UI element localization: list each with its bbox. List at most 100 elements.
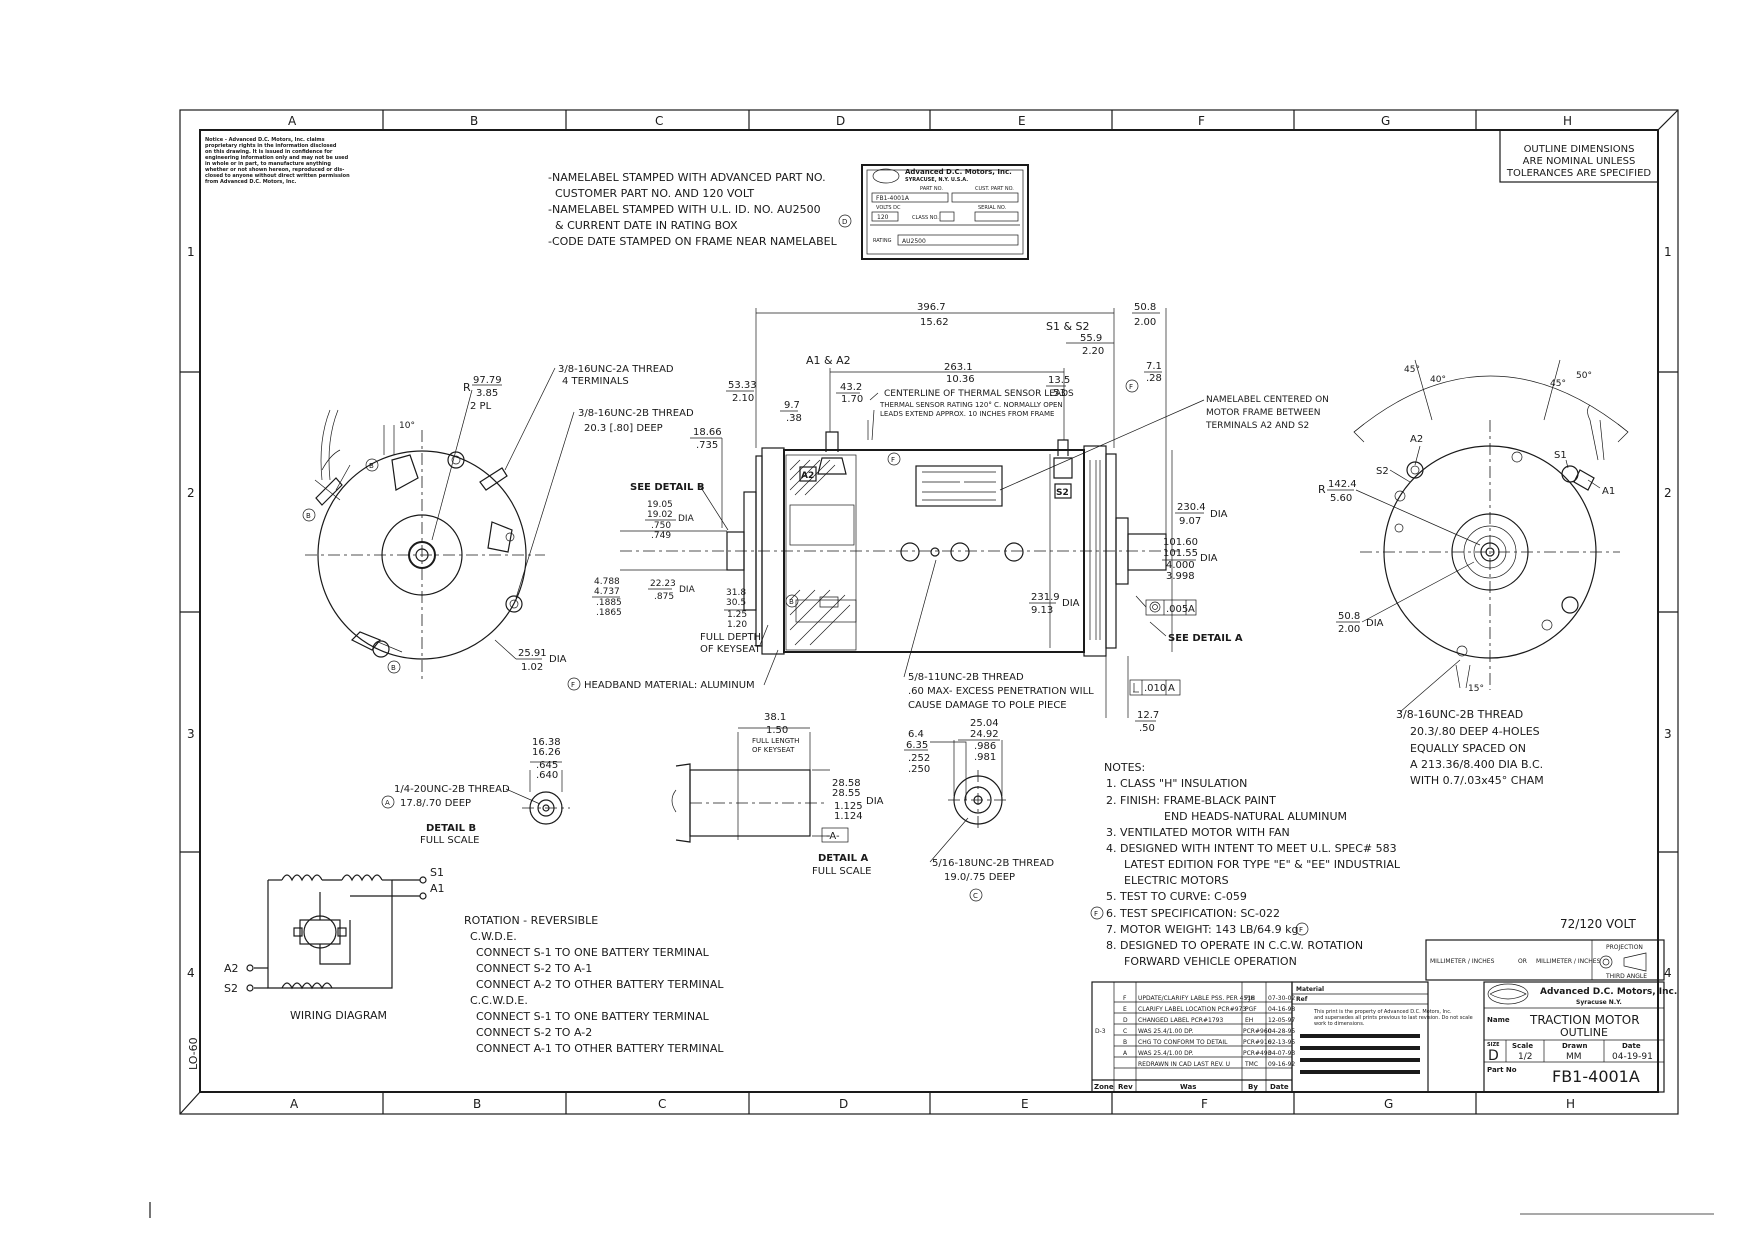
title-drawn-label: Drawn	[1562, 1042, 1587, 1050]
rotation-line: ROTATION - REVERSIBLE	[464, 914, 598, 927]
right-holes: 3/8-16UNC-2B THREAD	[1396, 708, 1523, 721]
keyseat-dim: 28.58	[832, 778, 861, 789]
rev-by: EH	[1245, 1017, 1253, 1024]
notice-line: engineering information only and may not…	[205, 155, 349, 161]
flag-d: D	[842, 218, 847, 226]
wiring-s2: S2	[224, 982, 238, 995]
title-block: Advanced D.C. Motors, Inc. Syracuse N.Y.…	[1483, 981, 1677, 1093]
flag-a: A	[385, 799, 390, 807]
main-38: .38	[786, 413, 802, 424]
wiring-s1: S1	[430, 866, 444, 879]
namelabel-note: -NAMELABEL STAMPED WITH U.L. ID. NO. AU2…	[548, 203, 821, 216]
rev-by: PCR#493	[1243, 1050, 1272, 1057]
d4788: 4.737	[594, 587, 620, 597]
namelabel-centered: NAMELABEL CENTERED ON	[1206, 395, 1329, 405]
rev-was: CHANGED LABEL PCR#1793	[1138, 1017, 1223, 1024]
d101: 101.60	[1163, 537, 1198, 548]
zone-letter: G	[1384, 1097, 1393, 1111]
note-item: 4. DESIGNED WITH INTENT TO MEET U.L. SPE…	[1106, 842, 1397, 855]
nameplate: Advanced D.C. Motors, Inc. SYRACUSE, N.Y…	[861, 164, 1029, 260]
title-name: TRACTION MOTOR	[1529, 1013, 1640, 1027]
right-r-mm: 142.4	[1328, 479, 1357, 490]
thermal-note: LEADS EXTEND APPROX. 10 INCHES FROM FRAM…	[880, 410, 1054, 418]
outline-note-line: OUTLINE DIMENSIONS	[1524, 144, 1635, 155]
notes-block: NOTES: 1. CLASS "H" INSULATION 2. FINISH…	[1104, 761, 1401, 968]
rev-was: WAS 25.4/1.00 DP.	[1138, 1050, 1193, 1057]
title-size-label: SIZE	[1487, 1042, 1500, 1048]
wiring-title: WIRING DIAGRAM	[290, 1009, 387, 1022]
rev-was: CLARIFY LABEL LOCATION PCR#973	[1138, 1006, 1246, 1013]
right-a1: A1	[1602, 486, 1615, 497]
d31-8: 1.25	[727, 610, 747, 620]
detail-a-thread: 5/16-18UNC-2B THREAD	[932, 858, 1054, 869]
right-r-in: 5.60	[1330, 493, 1352, 504]
rev-letter: E	[1123, 1006, 1127, 1013]
rev-letter: B	[1123, 1039, 1127, 1046]
main-s1s2: S1 & S2	[1046, 320, 1090, 333]
keyseat-detail: 38.1 1.50 FULL LENGTH OF KEYSEAT 28.58 2…	[671, 712, 884, 843]
company-globe-icon	[1487, 983, 1529, 1005]
units-projection: PROJECTION	[1606, 944, 1643, 951]
notice-line: closed to anyone without direct written …	[205, 173, 350, 179]
main-a1a2: A1 & A2	[806, 354, 851, 367]
d22-23-dia: DIA	[679, 585, 696, 595]
shaft-dia: .750	[651, 521, 671, 531]
units-third: THIRD ANGLE	[1605, 973, 1647, 980]
d4788: .1885	[596, 598, 622, 608]
nameplate-class-label: CLASS NO.	[912, 215, 939, 221]
right-50-8: 50.8	[1338, 611, 1360, 622]
note-item: 5. TEST TO CURVE: C-059	[1106, 890, 1247, 903]
rev-hdr-was: Was	[1180, 1083, 1196, 1091]
detail-a-top: 25.04	[970, 718, 999, 729]
d101: 4.000	[1166, 560, 1195, 571]
nameplate-city: SYRACUSE, N.Y. U.S.A.	[905, 177, 968, 183]
right-holes: 20.3/.80 DEEP 4-HOLES	[1410, 725, 1540, 738]
nameplate-rating: AU2500	[902, 238, 926, 245]
zone-letter: C	[658, 1097, 666, 1111]
left-dia-in: 1.02	[521, 662, 543, 673]
keyseat-dim: 28.55	[832, 788, 861, 799]
d231-9: 231.9	[1031, 592, 1060, 603]
globe-logo-icon	[872, 168, 900, 184]
right-holes: WITH 0.7/.03x45° CHAM	[1410, 774, 1544, 787]
zone-number: 1	[1664, 245, 1672, 259]
zone-number: 3	[187, 727, 195, 741]
material-prop: and supersedes all prints previous to la…	[1314, 1015, 1473, 1021]
d230-4: 230.4	[1177, 502, 1206, 513]
zone-letter: A	[290, 1097, 299, 1111]
svg-text:F: F	[1129, 383, 1133, 391]
flag-c: C	[973, 892, 978, 900]
rev-letter: F	[1123, 995, 1127, 1002]
right-15: 15°	[1468, 684, 1484, 694]
rev-hdr-rev: Rev	[1118, 1083, 1133, 1091]
wiring-a1: A1	[430, 882, 445, 895]
namelabel-centered: MOTOR FRAME BETWEEN	[1206, 408, 1320, 418]
main-43-2: 43.2	[840, 382, 862, 393]
d101-dia: DIA	[1200, 553, 1218, 564]
material-block: Material Ref This print is the property …	[1291, 981, 1473, 1093]
detail-b-dim: 16.26	[532, 747, 561, 758]
main-overall-in: 15.62	[920, 317, 949, 328]
detail-a-left: .252	[908, 753, 930, 764]
note-item: 7. MOTOR WEIGHT: 143 LB/64.9 kg	[1106, 923, 1298, 936]
keyseat-38-1: 38.1	[764, 712, 786, 723]
shaft-dia: 19.02	[647, 510, 673, 520]
zone-letter: B	[473, 1097, 481, 1111]
units-mm: MILLIMETER / INCHES	[1430, 958, 1495, 965]
left-radius-in: 3.85	[476, 388, 498, 399]
rev-letter: A	[1123, 1050, 1128, 1057]
main-53-33: 53.33	[728, 380, 757, 391]
outline-note-line: ARE NOMINAL UNLESS	[1523, 156, 1636, 167]
left-thread1: 3/8-16UNC-2A THREAD	[558, 364, 674, 375]
revision-table: F UPDATE/CLARIFY LABLE PSS. PER 4518 PJH…	[1091, 981, 1295, 1093]
rotation-line: CONNECT A-1 TO OTHER BATTERY TERMINAL	[476, 1042, 724, 1055]
svg-text:B: B	[369, 462, 374, 470]
namelabel-note: CUSTOMER PART NO. AND 120 VOLT	[555, 187, 754, 200]
detail-a: 25.04 24.92 .986 .981 6.4 6.35 .252 .250…	[812, 718, 1054, 902]
svg-text:B: B	[391, 664, 396, 672]
detail-a-left: 6.4	[908, 729, 924, 740]
note-item: FORWARD VEHICLE OPERATION	[1124, 955, 1297, 968]
nameplate-serial-label: SERIAL NO.	[978, 205, 1007, 211]
material-prop: This print is the property of Advanced D…	[1313, 1009, 1452, 1015]
zone-letter: F	[1201, 1097, 1208, 1111]
